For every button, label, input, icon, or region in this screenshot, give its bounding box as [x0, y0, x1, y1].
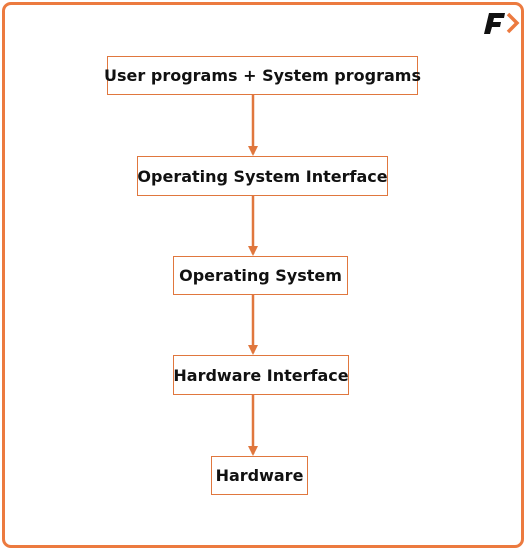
node-hardware-interface: Hardware Interface: [173, 355, 349, 395]
node-os-interface: Operating System Interface: [137, 156, 388, 196]
node-hardware: Hardware: [211, 456, 308, 495]
node-operating-system: Operating System: [173, 256, 348, 295]
brand-logo-icon: [484, 12, 520, 34]
node-user-programs: User programs + System programs: [104, 56, 421, 95]
